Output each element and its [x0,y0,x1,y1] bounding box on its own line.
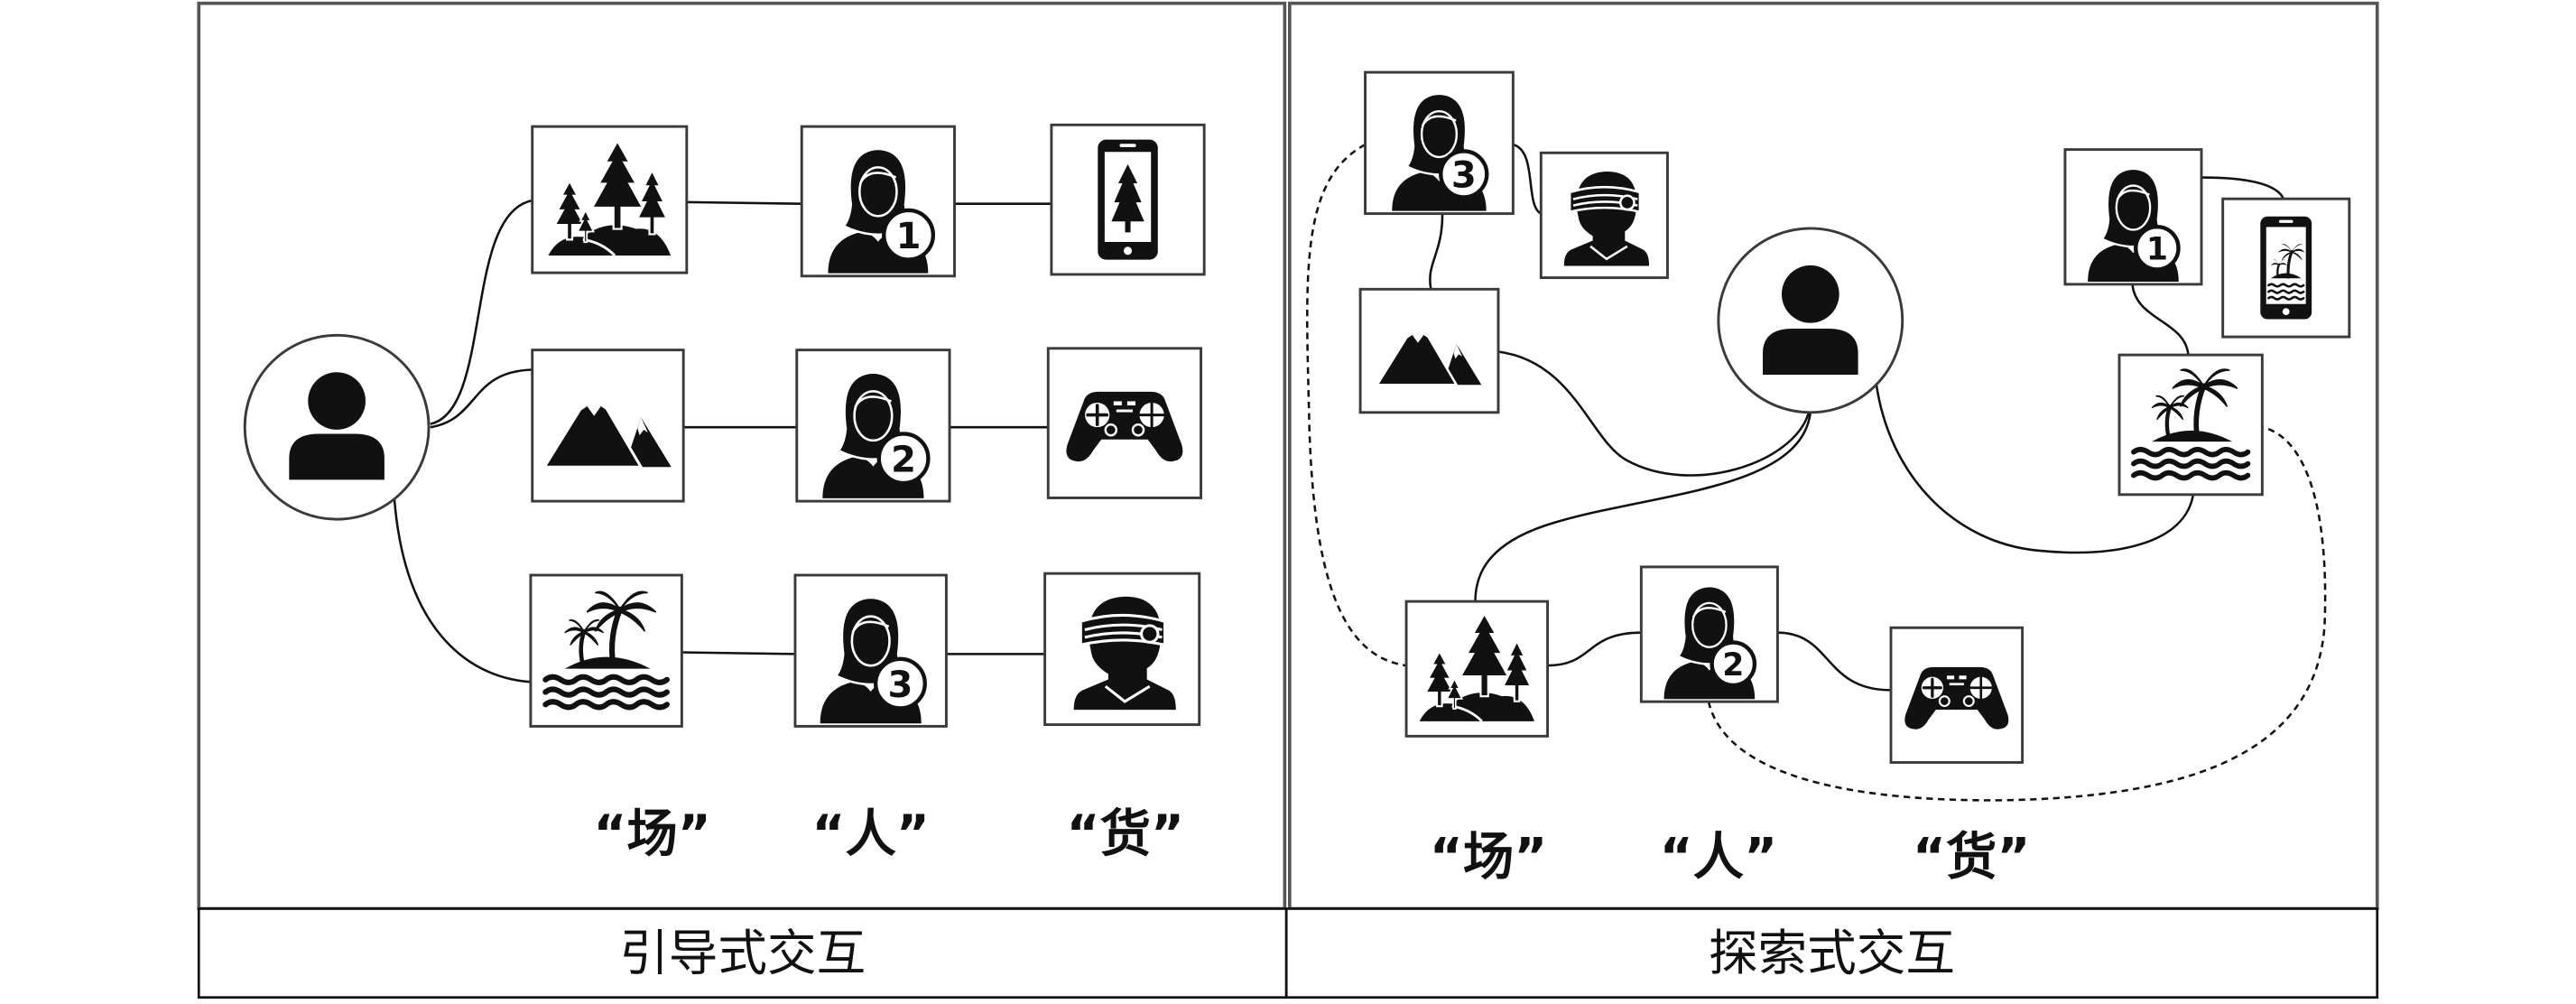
connector-user-to-island [1875,382,2195,554]
guided-user-node [243,333,431,521]
person-node-2: 2 [795,349,951,503]
connector-person1-to-island [2131,284,2190,356]
column-label-people: “人” [811,805,930,864]
dashed-connector-person3-to-forest [1306,144,1407,667]
guided-row-1: 1 [531,123,1206,278]
scene-node-island [2117,353,2264,497]
number-badge [882,208,936,262]
scene-node-forest [531,125,689,274]
guided-row-3: 3 [529,572,1201,728]
connector-user-to-mountain [430,368,533,429]
person-node-3: 3 [1364,70,1515,216]
guided-caption: 引导式交互 [619,925,866,982]
column-label-people: “人” [1660,828,1778,887]
scene-node-mountain [1358,287,1500,414]
guided-row-2: 2 [531,347,1202,503]
exploratory-caption: 探索式交互 [1709,925,1955,982]
exploratory-connectors [1306,143,2327,802]
column-label-scene: “场” [593,805,711,864]
number-badge-label: 2 [1722,647,1744,683]
connector-island-to-person [681,651,795,655]
goods-node-phone [1050,123,1206,276]
goods-node-gamepad [1046,347,1202,499]
goods-node-vr [1043,572,1201,727]
connector-forest-to-person2 [1547,631,1642,667]
scene-node-forest [1404,600,1550,738]
person-node-1: 1 [2063,148,2203,286]
phone-island-icon [2258,215,2313,321]
number-badge [873,656,927,711]
guided-caption-cell [197,907,1288,999]
goods-node-gamepad [1889,626,2025,764]
number-badge-label: 2 [891,440,916,481]
person-node-2: 2 [1639,565,1779,703]
exploratory-column-labels: “场” “人” “货” [1430,828,2031,887]
person-node-1: 1 [800,125,956,278]
connector-mountain-to-user [1497,350,1811,477]
phone-tree-icon [1098,139,1158,260]
column-label-goods: “货” [1913,828,2031,887]
caption-row: 引导式交互 探索式交互 [197,907,2379,999]
column-label-goods: “货” [1067,805,1185,864]
user-head [308,372,366,430]
number-badge-label: 1 [2146,232,2168,268]
person-node-3: 3 [793,573,948,728]
scene-node-mountain [531,349,685,503]
connector-user-to-forest [430,199,533,425]
connector-person2-to-gamepad [1777,631,1891,692]
number-badge-label: 3 [1451,155,1477,197]
number-badge [2134,224,2181,272]
goods-node-phone [2221,197,2351,339]
guided-connectors [393,199,1052,683]
number-badge-label: 3 [888,665,913,706]
exploratory-caption-cell [1284,907,2379,999]
scene-node-island [529,573,683,728]
number-badge [1439,149,1489,200]
connector-person3-to-mountain [1429,213,1444,290]
user-icon [289,372,385,480]
number-badge [876,432,931,486]
guided-column-labels: “场” “人” “货” [593,805,1184,864]
dashed-connector-person2-to-island [1707,425,2327,802]
connector-forest-to-person [686,200,802,205]
user-icon [1763,265,1858,375]
column-label-scene: “场” [1430,828,1548,887]
user-head [1781,265,1839,323]
user-shoulders [1763,328,1858,375]
connector-person1-to-phone [2201,176,2285,200]
connector-person3-to-vr [1512,143,1543,215]
number-badge [1710,640,1757,688]
goods-node-vr [1539,151,1669,280]
connector-user-to-island [393,497,532,683]
connector-user-to-forest [1474,412,1812,602]
exploratory-user-node [1717,227,1904,414]
user-shoulders [289,433,385,480]
number-badge-label: 1 [896,216,922,257]
